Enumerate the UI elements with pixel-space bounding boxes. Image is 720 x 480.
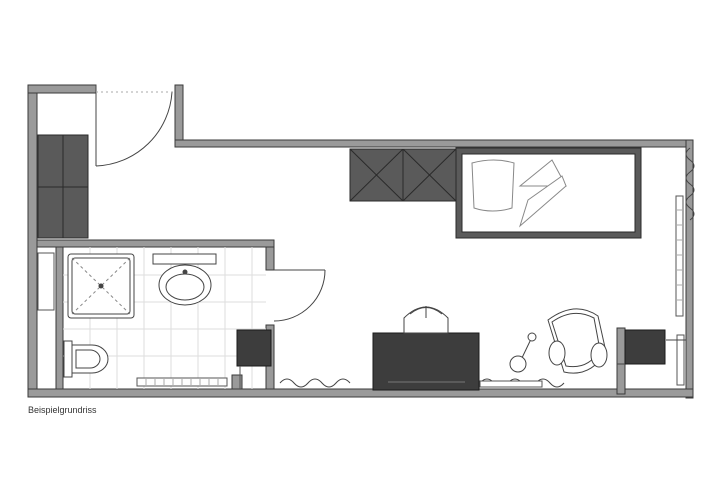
figure-caption: Beispielgrundriss — [28, 405, 97, 415]
radiator-corner — [676, 334, 685, 386]
storage-cabinet — [236, 329, 272, 367]
bath-wall-left — [55, 246, 64, 390]
radiator-right — [675, 195, 684, 317]
radiator-bathroom — [136, 377, 228, 387]
toilet — [63, 340, 109, 378]
bath-wall-top — [36, 239, 275, 248]
wall-right — [685, 139, 694, 399]
desk — [372, 332, 480, 391]
entrance-door[interactable] — [95, 85, 175, 167]
bath-wall-stub — [231, 374, 243, 390]
bath-wall-right-upper — [265, 246, 275, 271]
outer-walls — [27, 84, 694, 399]
window-right — [685, 147, 695, 221]
wardrobe — [37, 134, 89, 239]
shower — [67, 253, 135, 319]
washbasin — [152, 253, 217, 306]
desk-chair — [403, 306, 449, 334]
wall-top-main — [174, 139, 694, 148]
wall-top-left — [27, 84, 97, 94]
bathroom-door[interactable] — [273, 269, 326, 322]
armchair — [547, 308, 608, 374]
double-wardrobe — [349, 148, 457, 202]
wall-bottom — [27, 388, 694, 398]
wall-bottom-corner — [616, 327, 626, 395]
shelf — [37, 252, 55, 311]
wall-top-entry-jamb — [174, 84, 184, 146]
bed — [455, 147, 642, 239]
corner-cabinet — [624, 329, 666, 365]
wall-left — [27, 84, 38, 396]
floor-lamp — [509, 332, 537, 373]
radiator-under-desk — [479, 380, 543, 388]
